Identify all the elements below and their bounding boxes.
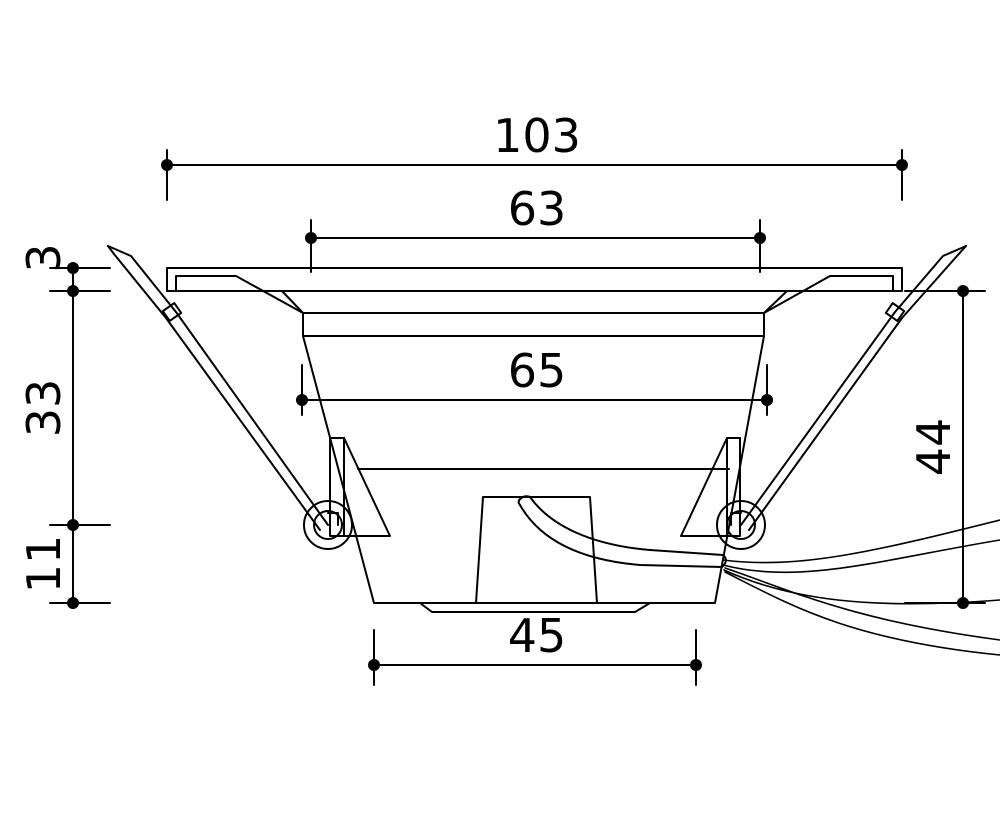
dimension-left-chain: 3 33 11 bbox=[17, 243, 111, 609]
right-spring-clip bbox=[716, 245, 967, 550]
dimension-flange-height-label: 3 bbox=[17, 243, 71, 272]
dimension-upper-height-label: 33 bbox=[17, 379, 71, 438]
left-spring-clip bbox=[107, 245, 353, 550]
dimension-right-height: 44 bbox=[904, 285, 986, 609]
dimension-outer-width: 103 bbox=[161, 109, 908, 201]
dimension-base-width-label: 45 bbox=[508, 609, 567, 663]
dimension-lower-height-label: 11 bbox=[17, 535, 71, 594]
power-cable bbox=[517, 495, 1000, 656]
terminal-box bbox=[475, 496, 598, 604]
dimension-base-width: 45 bbox=[368, 609, 702, 686]
dimension-outer-width-label: 103 bbox=[493, 109, 581, 163]
downlight-fixture bbox=[107, 245, 1000, 656]
dimension-body-width: 65 bbox=[296, 344, 773, 416]
left-clip-bracket bbox=[329, 437, 391, 537]
dimension-right-height-label: 44 bbox=[907, 418, 961, 477]
dimension-body-width-label: 65 bbox=[508, 344, 567, 398]
dimension-trim-width-label: 63 bbox=[508, 182, 567, 236]
dimension-trim-width: 63 bbox=[305, 182, 766, 273]
top-flange bbox=[166, 267, 903, 314]
trim-ring bbox=[302, 312, 765, 337]
